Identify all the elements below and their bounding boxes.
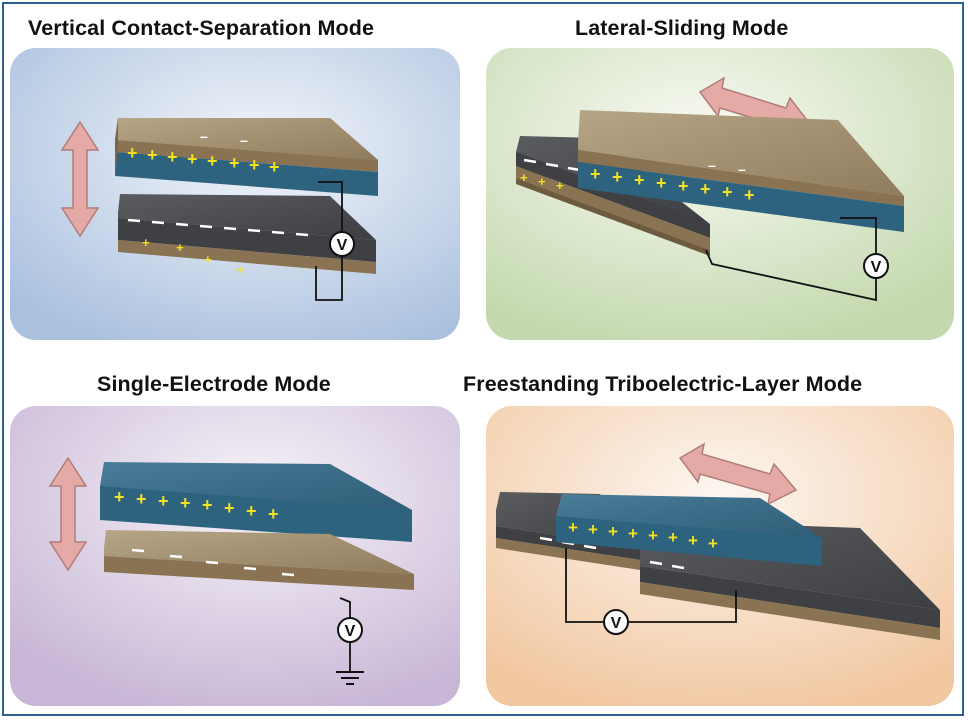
svg-text:V: V <box>345 623 356 640</box>
svg-text:+: + <box>744 185 755 205</box>
svg-text:+: + <box>588 520 598 539</box>
svg-text:+: + <box>202 495 213 515</box>
title-freestanding-triboelectric: Freestanding Triboelectric-Layer Mode <box>463 372 863 396</box>
freestanding-layer <box>556 494 822 566</box>
svg-text:+: + <box>204 252 212 267</box>
svg-text:+: + <box>127 143 138 163</box>
svg-text:+: + <box>147 145 158 165</box>
panel-freestanding-triboelectric: + + + + + + + + V <box>486 406 954 706</box>
circuit-wire <box>565 548 737 623</box>
circuit-wire <box>705 217 877 302</box>
svg-text:+: + <box>520 170 528 185</box>
svg-text:V: V <box>337 237 348 254</box>
voltmeter-icon: V <box>337 617 363 643</box>
bottom-plate <box>118 194 376 274</box>
svg-text:+: + <box>688 531 698 550</box>
svg-text:+: + <box>656 173 667 193</box>
title-lateral-sliding: Lateral-Sliding Mode <box>575 16 789 40</box>
svg-text:+: + <box>700 179 711 199</box>
bottom-plate-charges: + + + + <box>127 218 309 277</box>
svg-text:+: + <box>634 170 645 190</box>
voltmeter-icon: V <box>863 253 889 279</box>
voltmeter-icon: V <box>329 231 355 257</box>
svg-text:+: + <box>612 167 623 187</box>
svg-text:–: – <box>200 128 208 144</box>
freestanding-layer-charges: + + + + + + + + <box>568 518 718 553</box>
ground-icon <box>336 671 364 685</box>
svg-text:+: + <box>268 504 279 524</box>
svg-text:+: + <box>207 151 218 171</box>
voltmeter-icon: V <box>603 609 629 635</box>
svg-text:+: + <box>556 178 564 193</box>
svg-text:–: – <box>708 157 716 173</box>
double-arrow-icon <box>60 120 100 238</box>
svg-text:–: – <box>240 132 248 148</box>
svg-text:+: + <box>176 240 184 255</box>
svg-text:+: + <box>158 491 169 511</box>
svg-text:+: + <box>722 182 733 202</box>
svg-text:+: + <box>628 524 638 543</box>
top-plate-charges: + + + + + + + + – – <box>127 128 280 177</box>
svg-text:–: – <box>738 161 746 177</box>
svg-text:+: + <box>269 157 280 177</box>
svg-text:+: + <box>224 498 235 518</box>
title-vertical-contact-separation: Vertical Contact-Separation Mode <box>28 16 375 40</box>
upper-layer <box>578 110 904 232</box>
electrode-charges <box>131 548 295 577</box>
dielectric-block <box>100 462 412 542</box>
panel-lateral-sliding: + + + + + + + + + + + – – <box>486 48 954 340</box>
svg-text:+: + <box>142 235 150 250</box>
svg-text:+: + <box>668 528 678 547</box>
metal-electrode <box>104 530 414 590</box>
svg-text:+: + <box>187 149 198 169</box>
double-arrow-icon <box>678 442 798 506</box>
svg-text:+: + <box>608 522 618 541</box>
lower-layer <box>516 136 710 256</box>
svg-text:+: + <box>246 501 257 521</box>
double-arrow-icon <box>48 456 88 572</box>
svg-text:+: + <box>136 489 147 509</box>
panel-single-electrode: + + + + + + + + V <box>10 406 460 706</box>
svg-text:+: + <box>114 487 125 507</box>
svg-text:+: + <box>249 155 260 175</box>
dielectric-charges: + + + + + + + + <box>114 487 279 524</box>
svg-text:V: V <box>871 259 882 276</box>
svg-text:+: + <box>180 493 191 513</box>
svg-text:+: + <box>538 174 546 189</box>
circuit-wire <box>315 181 343 301</box>
svg-text:+: + <box>648 526 658 545</box>
svg-text:+: + <box>708 534 718 553</box>
svg-text:+: + <box>167 147 178 167</box>
svg-text:+: + <box>236 262 244 277</box>
svg-text:+: + <box>229 153 240 173</box>
svg-text:+: + <box>678 176 689 196</box>
svg-text:+: + <box>590 164 601 184</box>
circuit-wire <box>339 597 351 672</box>
upper-layer-charges: + + + + + + + + – – <box>590 157 755 205</box>
top-plate <box>115 118 378 196</box>
svg-text:V: V <box>611 615 622 632</box>
panel-vertical-contact-separation: + + + + + + + + – – + <box>10 48 460 340</box>
svg-text:+: + <box>568 518 578 537</box>
title-single-electrode: Single-Electrode Mode <box>97 372 331 396</box>
